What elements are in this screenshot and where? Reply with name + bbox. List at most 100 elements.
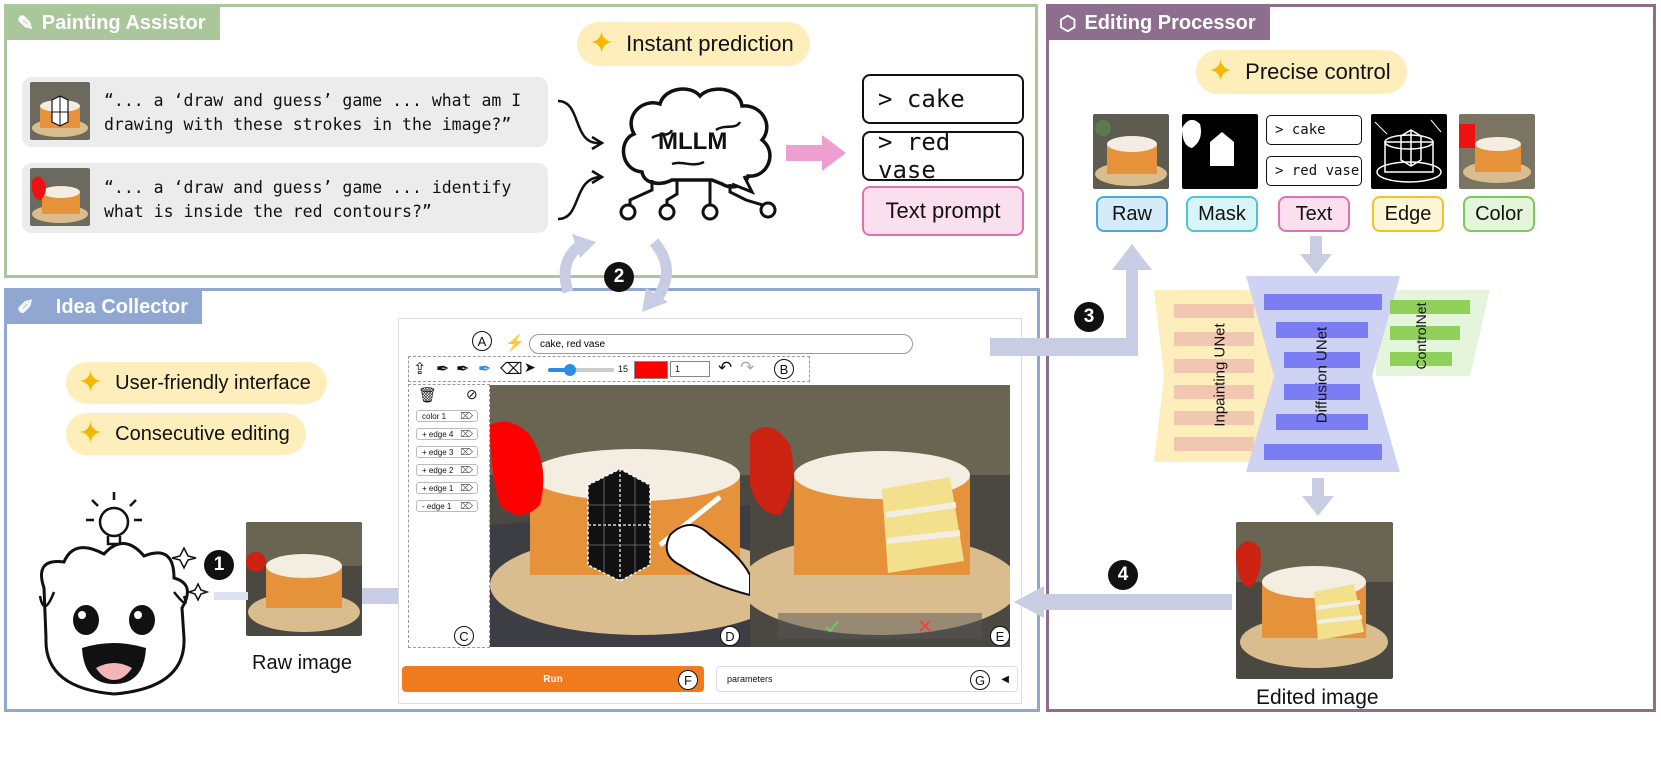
star-icon: ✦ [1208,55,1234,88]
layer-list: color 1⌦ + edge 4⌦ + edge 3⌦ + edge 2⌦ +… [410,406,488,526]
callout-f: F [678,670,698,690]
stroke-width-input[interactable]: 1 [670,361,710,377]
brush-size-slider[interactable] [548,364,614,376]
star-icon: ✦ [78,366,104,399]
mask-condition-image [1182,114,1258,189]
condition-label-text: Text [1278,196,1350,232]
run-button[interactable]: Run [402,666,704,692]
condition-label-mask: Mask [1186,196,1258,232]
color-condition-image [1459,114,1535,189]
star-icon: ✦ [589,27,615,60]
inpainting-layer [1174,411,1254,425]
prediction-red-vase: > red vase [862,128,1024,184]
trash-icon: ⌦ [460,501,473,511]
upload-icon[interactable]: ⇪ [413,361,427,378]
pink-arrow [786,135,846,171]
layer-item[interactable]: + edge 3⌦ [416,446,478,458]
hide-icon[interactable]: ⊘ [466,386,478,402]
brain-icon [619,87,777,221]
parameters-accordion[interactable]: parameters ◀ [716,666,1018,692]
controlnet-label: ControlNet [1413,302,1429,370]
text-prompt-box: Text prompt [862,186,1024,236]
trash-icon: ⌦ [460,429,473,439]
result-preview [750,385,1010,647]
layer-item[interactable]: + edge 2⌦ [416,464,478,476]
prediction-cake: > cake [862,74,1024,124]
inpainting-unet-label: Inpainting UNet [1211,323,1229,427]
diffusion-layer [1284,352,1360,368]
down-arrow [1302,478,1334,516]
painting-assistor-panel: ✎ Painting Assistor [4,4,1038,278]
trash-icon: ⌦ [460,465,473,475]
edited-image-label: Edited image [1256,686,1379,709]
sketch-thumbnail [30,82,90,140]
inpainting-layer [1174,332,1254,346]
slider-thumb[interactable] [564,364,576,376]
query-bubble-1 [22,77,548,147]
instant-prediction-badge: ✦ Instant prediction [577,22,810,66]
prompt-input[interactable] [529,334,913,354]
callout-g: G [970,670,990,690]
layer-item[interactable]: + edge 4⌦ [416,428,478,440]
callout-e: E [990,626,1010,646]
mllm-label: MLLM [658,128,728,155]
diffusion-layer [1284,384,1360,400]
edge-condition-image [1371,114,1447,189]
edited-image [1236,522,1393,679]
magic-wand-icon: ⚡ [505,335,525,352]
inpainting-layer [1174,359,1254,373]
layer-item[interactable]: + edge 1⌦ [416,482,478,494]
color-swatch[interactable] [634,361,668,379]
query-text-1: “... a ‘draw and guess’ game ... what am… [104,91,522,134]
to-processor-arrow [990,244,1152,356]
edge-remove-icon[interactable]: ✒ [456,361,470,378]
drawing-canvas[interactable] [490,385,750,647]
raw-condition-image [1093,114,1169,189]
cycle-arrows [559,234,672,312]
controlnet-layer [1390,300,1470,314]
trash-icon: ⌦ [460,447,473,457]
redo-icon[interactable]: ↷ [740,358,755,377]
query-text-2: “... a ‘draw and guess’ game ... identif… [104,178,512,221]
editing-processor-panel: ⬡ Editing Processor [1046,4,1656,712]
text-condition-cake: > cake [1266,115,1362,145]
user-cartoon [38,492,210,696]
slider-fill [548,368,570,372]
toolbar [408,356,810,382]
idea-collector-title: ✐ Idea Collector [7,291,203,324]
undo-icon[interactable]: ↶ [718,358,733,377]
diffusion-layer [1276,414,1368,430]
raw-image-label: Raw image [252,652,353,674]
inpainting-layer [1174,437,1254,451]
edge-add-icon[interactable]: ✒ [436,361,450,378]
callout-a: A [472,331,492,351]
editing-processor-title: ⬡ Editing Processor [1049,7,1270,40]
eraser-icon[interactable]: ⌫ [500,361,523,378]
text-condition-red-vase: > red vase [1266,156,1362,186]
color-brush-icon[interactable]: ✒ [478,361,492,378]
query-arrows [557,99,605,221]
step-3-marker: 3 [1074,302,1104,332]
cube-icon: ⬡ [1059,13,1077,35]
pointer-icon[interactable]: ➤ [524,359,536,375]
contour-thumbnail [30,168,90,226]
layer-item[interactable]: color 1⌦ [416,410,478,422]
step-4-marker: 4 [1108,560,1138,590]
raw-image [246,522,362,636]
inpainting-layer [1174,304,1254,318]
inpainting-layer [1174,385,1254,399]
collapse-triangle-icon[interactable]: ◀ [1001,673,1009,685]
diffusion-unet-label: Diffusion UNet [1313,326,1331,424]
condition-label-raw: Raw [1096,196,1168,232]
user-friendly-badge: ✦ User-friendly interface [66,362,327,404]
diffusion-layer [1264,294,1382,310]
star-icon: ✦ [78,417,104,450]
down-arrow [1300,236,1332,274]
delete-all-icon[interactable]: 🗑 [418,387,438,404]
layer-item[interactable]: - edge 1⌦ [416,500,478,512]
layer-panel [408,384,490,648]
painting-assistor-title: ✎ Painting Assistor [7,7,220,40]
callout-b: B [774,359,794,379]
callout-d: D [720,626,740,646]
step-2-marker: 2 [604,262,634,292]
